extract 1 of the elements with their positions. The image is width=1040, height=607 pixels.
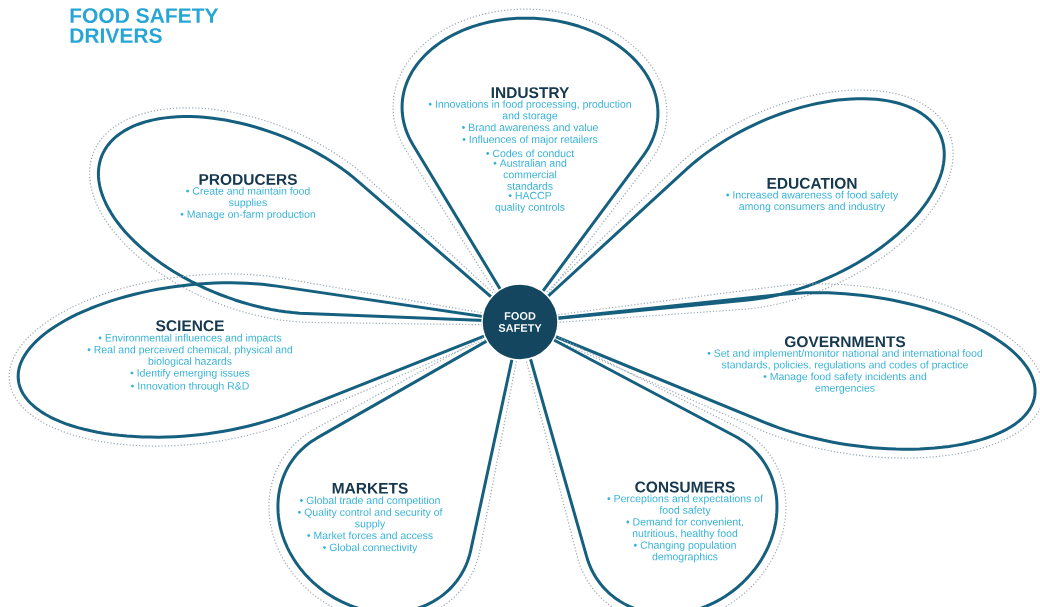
title: FOOD SAFETY DRIVERS	[70, 8, 219, 44]
